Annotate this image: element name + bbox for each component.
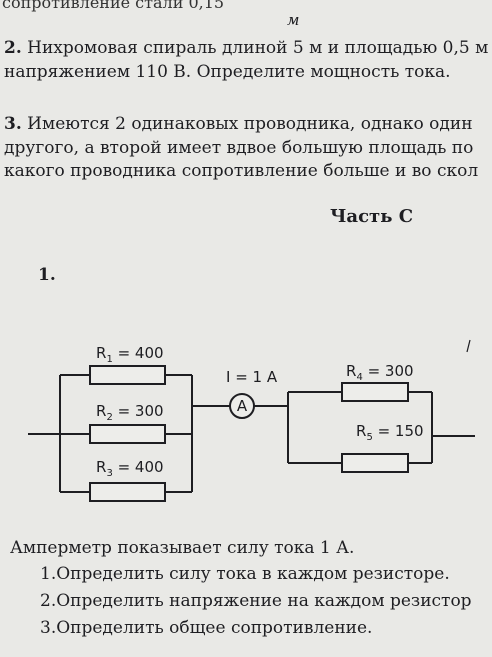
task-item-2: 2.Определить напряжение на каждом резист… <box>40 591 472 611</box>
question-3-line-3: какого проводника сопротивление больше и… <box>4 161 479 181</box>
task-item-3: 3.Определить общее сопротивление. <box>40 618 373 638</box>
question-3-text-1: Имеются 2 одинаковых проводника, однако … <box>27 114 473 134</box>
circuit-diagram: R1 = 400 R2 = 300 R3 = 400 I = 1 A A R4 … <box>28 339 475 502</box>
label-r2: R2 = 300 <box>96 402 164 423</box>
resistor-r3 <box>89 482 166 502</box>
task-number: 1. <box>38 265 56 285</box>
question-3-line-2: другого, а второй имеет вдвое большую пл… <box>4 138 474 158</box>
pen-mark <box>466 339 471 353</box>
label-r4: R4 = 300 <box>346 362 414 383</box>
question-2-text-1: Нихромовая спираль длиной 5 м и площадью… <box>27 38 489 58</box>
label-r3: R3 = 400 <box>96 458 164 479</box>
unit-label: м <box>287 11 300 29</box>
question-3-number: 3. <box>4 114 22 134</box>
ammeter-label: A <box>237 397 248 415</box>
cut-off-line: сопротивление стали 0,15 <box>2 0 225 12</box>
question-2-number: 2. <box>4 38 22 58</box>
label-r1: R1 = 400 <box>96 344 164 365</box>
label-r5: R5 = 150 <box>356 422 424 443</box>
part-title: Часть С <box>330 206 414 227</box>
current-label: I = 1 A <box>226 368 278 386</box>
task-item-1: 1.Определить силу тока в каждом резистор… <box>40 564 450 584</box>
resistor-r1 <box>89 365 166 385</box>
question-3-line-1: 3. Имеются 2 одинаковых проводника, одна… <box>4 116 473 133</box>
question-2-line-1: 2. Нихромовая спираль длиной 5 м и площа… <box>4 40 488 57</box>
resistor-r5 <box>341 453 409 473</box>
ammeter-statement: Амперметр показывает силу тока 1 А. <box>10 538 355 558</box>
resistor-r4 <box>341 382 409 402</box>
resistor-r2 <box>89 424 166 444</box>
question-2-line-2: напряжением 110 В. Определите мощность т… <box>4 62 451 82</box>
